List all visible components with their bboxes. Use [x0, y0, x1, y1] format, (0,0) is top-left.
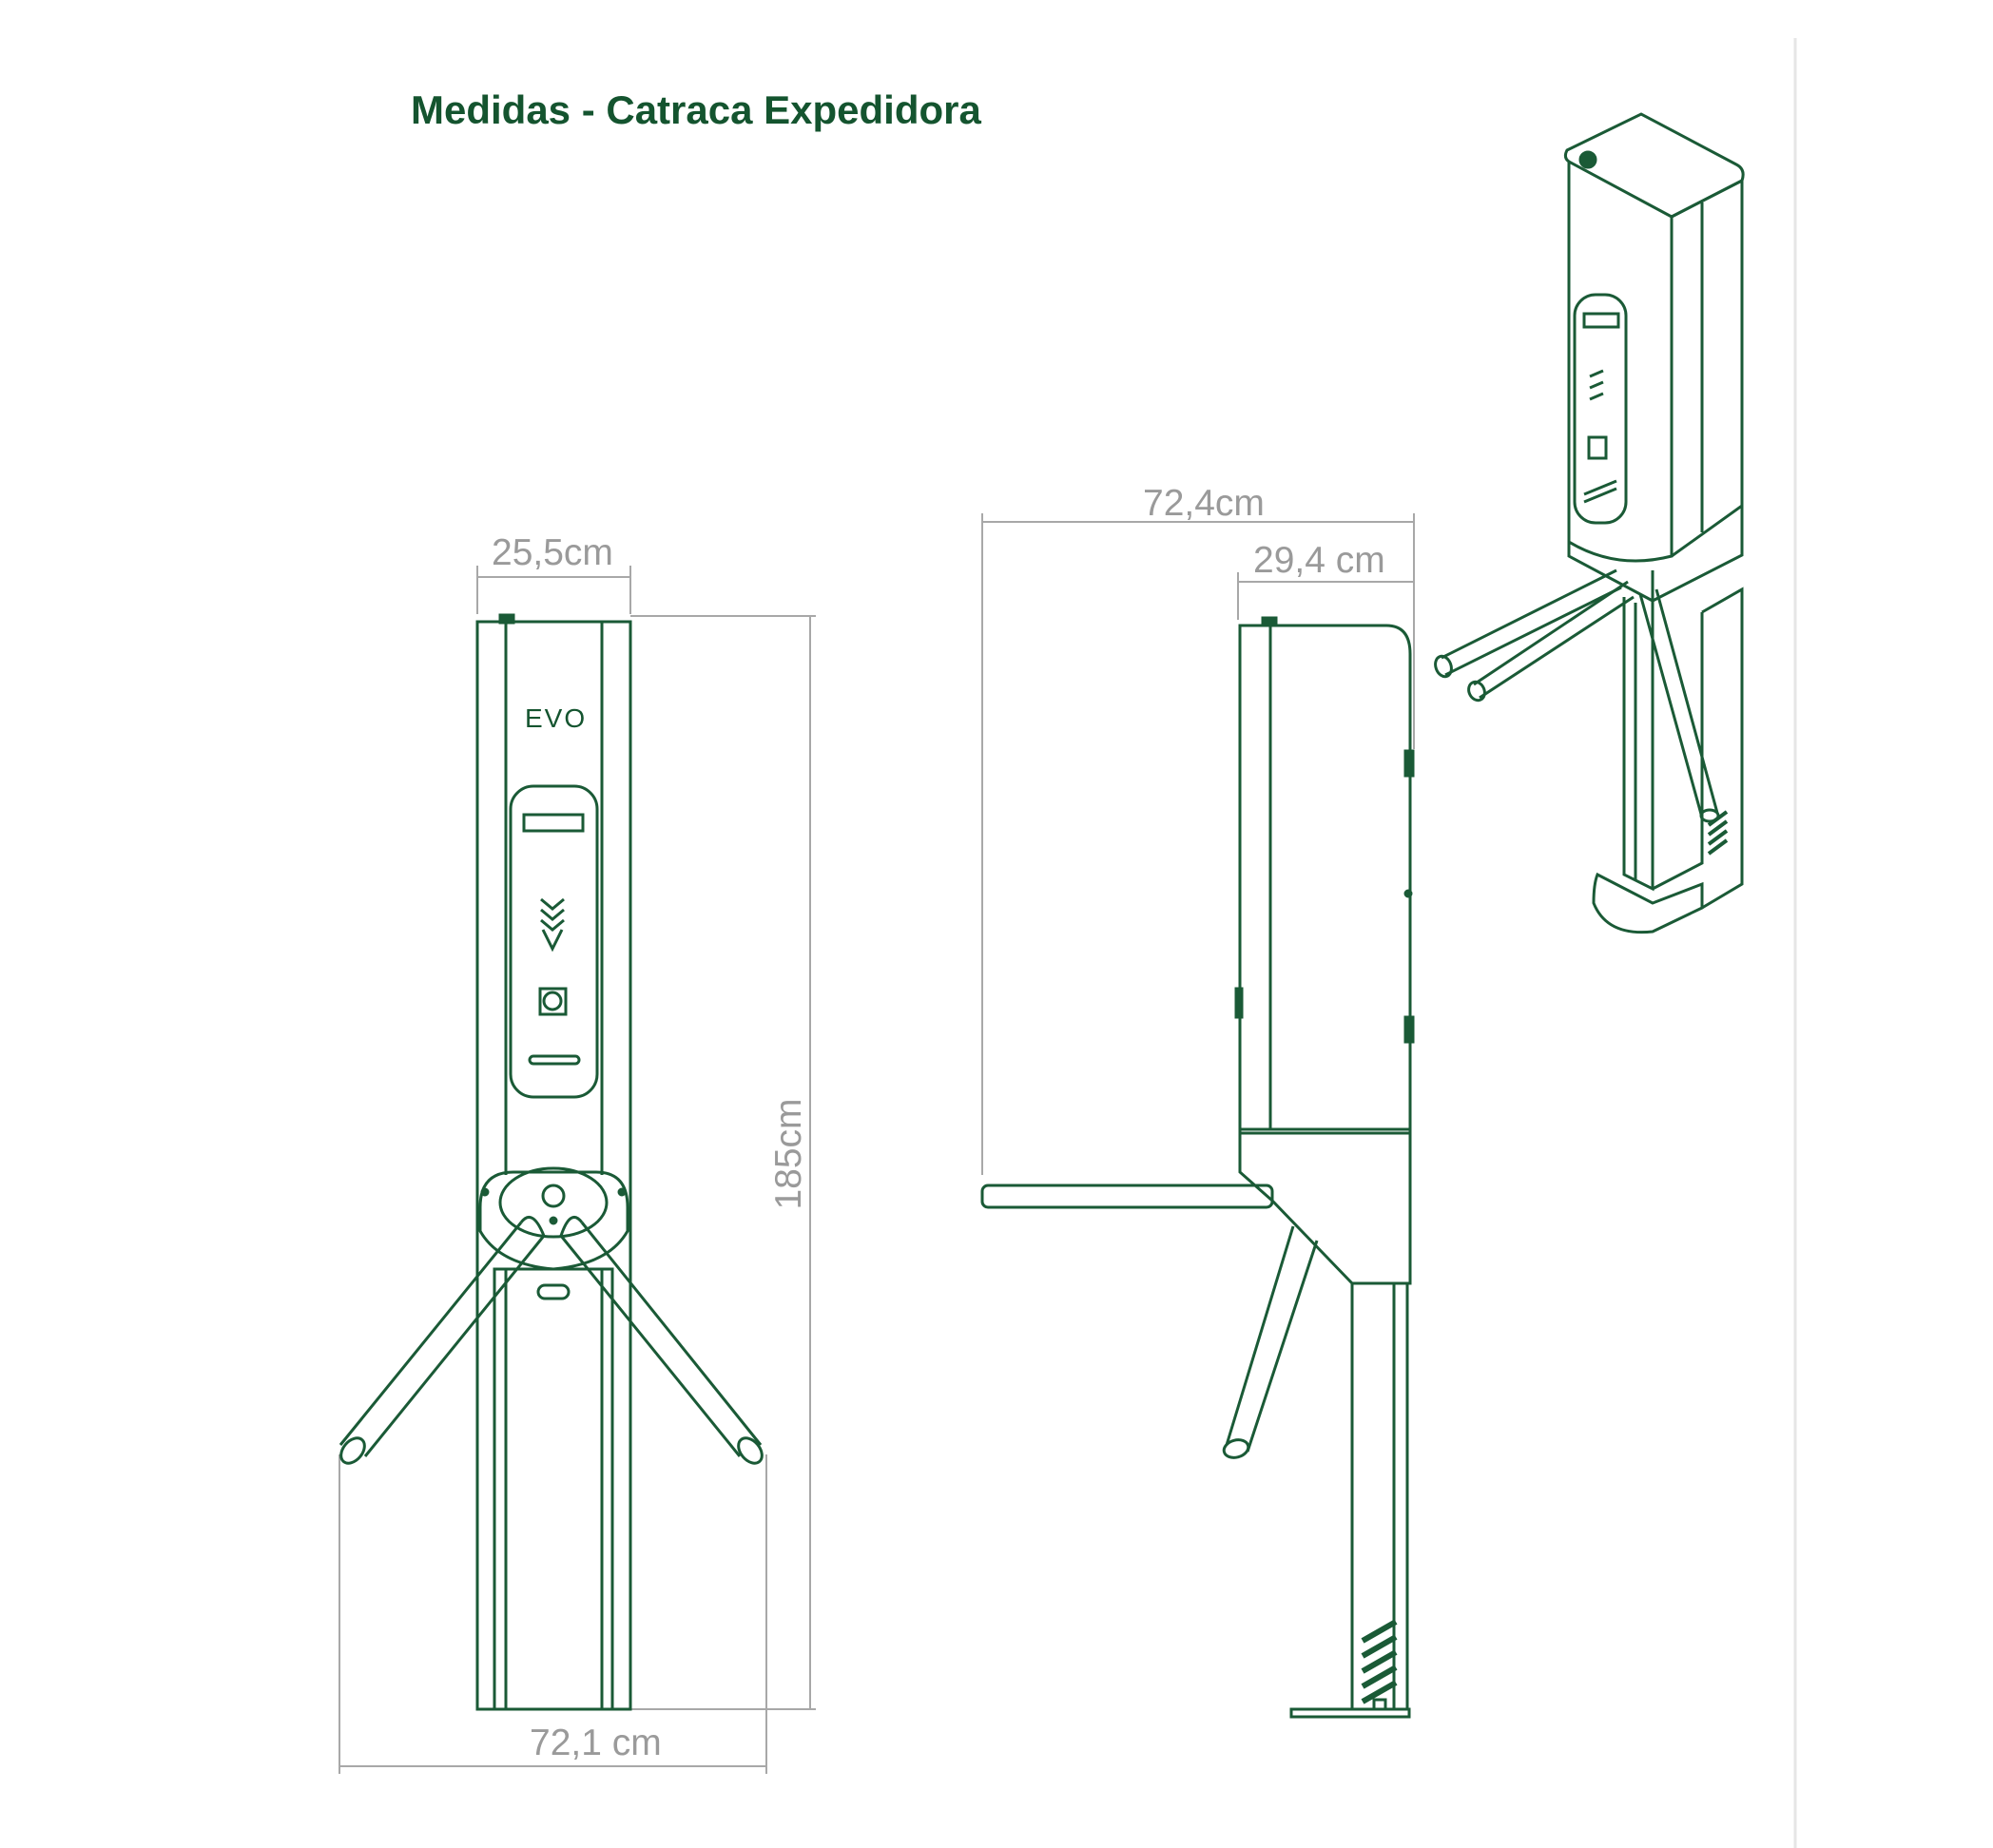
iso-arrow-icon	[1589, 369, 1604, 401]
iso-reader-icon	[1587, 435, 1608, 460]
iso-pole-front	[1622, 597, 1654, 892]
page-title: Medidas - Catraca Expedidora	[411, 87, 981, 132]
side-view	[980, 513, 1415, 1719]
front-dimension-lines	[339, 566, 816, 1774]
front-arrow-icon	[540, 897, 565, 953]
front-rotor-hub	[498, 1166, 609, 1239]
side-horizontal-arm	[980, 1184, 1274, 1209]
front-body-handle	[536, 1283, 571, 1300]
front-top-sensor	[498, 613, 515, 625]
side-top-sensor	[1261, 616, 1278, 627]
iso-pole-side	[1652, 612, 1704, 891]
front-width-bottom-label: 72,1 cm	[530, 1723, 662, 1763]
front-turnstile-arms	[339, 1215, 764, 1465]
iso-view	[1434, 112, 1745, 934]
iso-front-face	[1567, 162, 1674, 563]
front-ticket-slot	[528, 1054, 581, 1066]
side-base-plate	[1289, 1707, 1411, 1719]
side-depth-total-label: 72,4cm	[1143, 483, 1265, 524]
front-lower-body	[493, 1267, 614, 1711]
side-vent-grille	[1361, 1619, 1398, 1704]
side-cabinet-outline	[1238, 624, 1412, 1131]
side-dimension-lines	[981, 513, 1415, 1175]
side-depth-body-label: 29,4 cm	[1253, 540, 1385, 581]
front-reader-icon	[538, 987, 568, 1016]
iso-top-sensor	[1578, 150, 1597, 169]
iso-display-panel	[1573, 293, 1628, 525]
side-arm-cap	[1222, 1438, 1250, 1459]
front-width-top-label: 25,5cm	[492, 532, 613, 573]
front-height-label: 185cm	[768, 1098, 809, 1210]
front-rotor-housing	[478, 1170, 629, 1271]
iso-side-face	[1671, 178, 1744, 558]
iso-base-plate	[1592, 872, 1704, 934]
front-view	[339, 566, 816, 1774]
front-logo-text: EVO	[525, 703, 588, 733]
iso-vent-grille	[1707, 810, 1729, 856]
front-card-slot	[522, 813, 585, 833]
iso-ticket-slot	[1583, 479, 1617, 504]
iso-turnstile-arms	[1434, 568, 1720, 823]
front-display-panel	[509, 784, 599, 1099]
